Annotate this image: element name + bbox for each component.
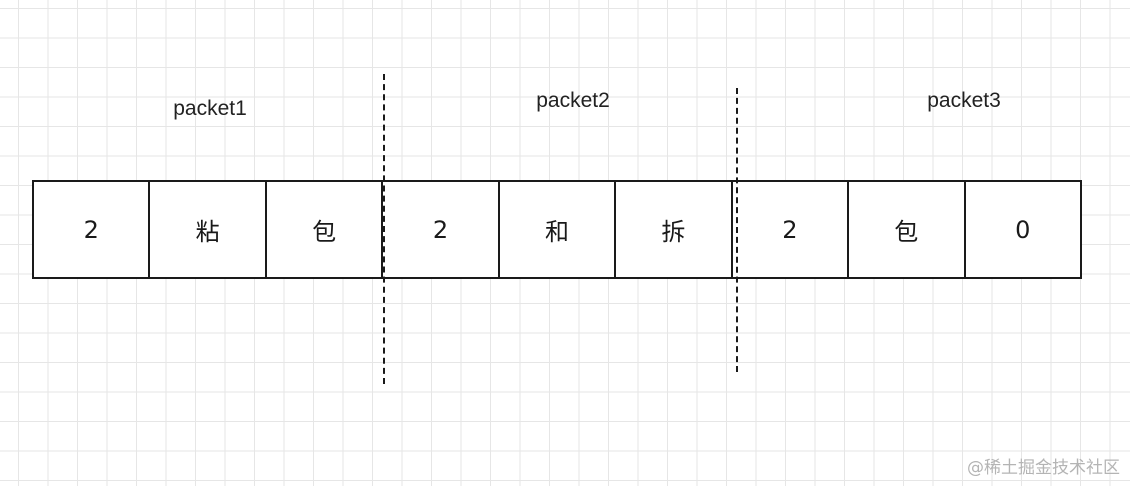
stream-cell-9: 0 [1015,215,1031,244]
stream-cell-4: 2 [383,182,500,277]
byte-stream-strip: 2 粘 包 2 和 拆 2 包 0 [32,180,1082,279]
packet-boundary-1 [383,74,385,384]
stream-cell-7: 2 [733,182,850,277]
packet3-label: packet3 [927,89,1001,112]
packet2-label: packet2 [536,89,610,112]
stream-cell-3: 包 [267,182,384,277]
stream-cell-1: 2 [34,182,151,277]
packet1-label: packet1 [173,97,247,120]
packet-boundary-2 [736,88,738,372]
stream-cell-8: 包 [849,182,966,277]
stream-cell-2: 粘 [150,182,267,277]
stream-cell-5: 和 [500,182,617,277]
watermark: @稀土掘金技术社区 [967,458,1120,478]
stream-cell-6: 拆 [616,182,733,277]
